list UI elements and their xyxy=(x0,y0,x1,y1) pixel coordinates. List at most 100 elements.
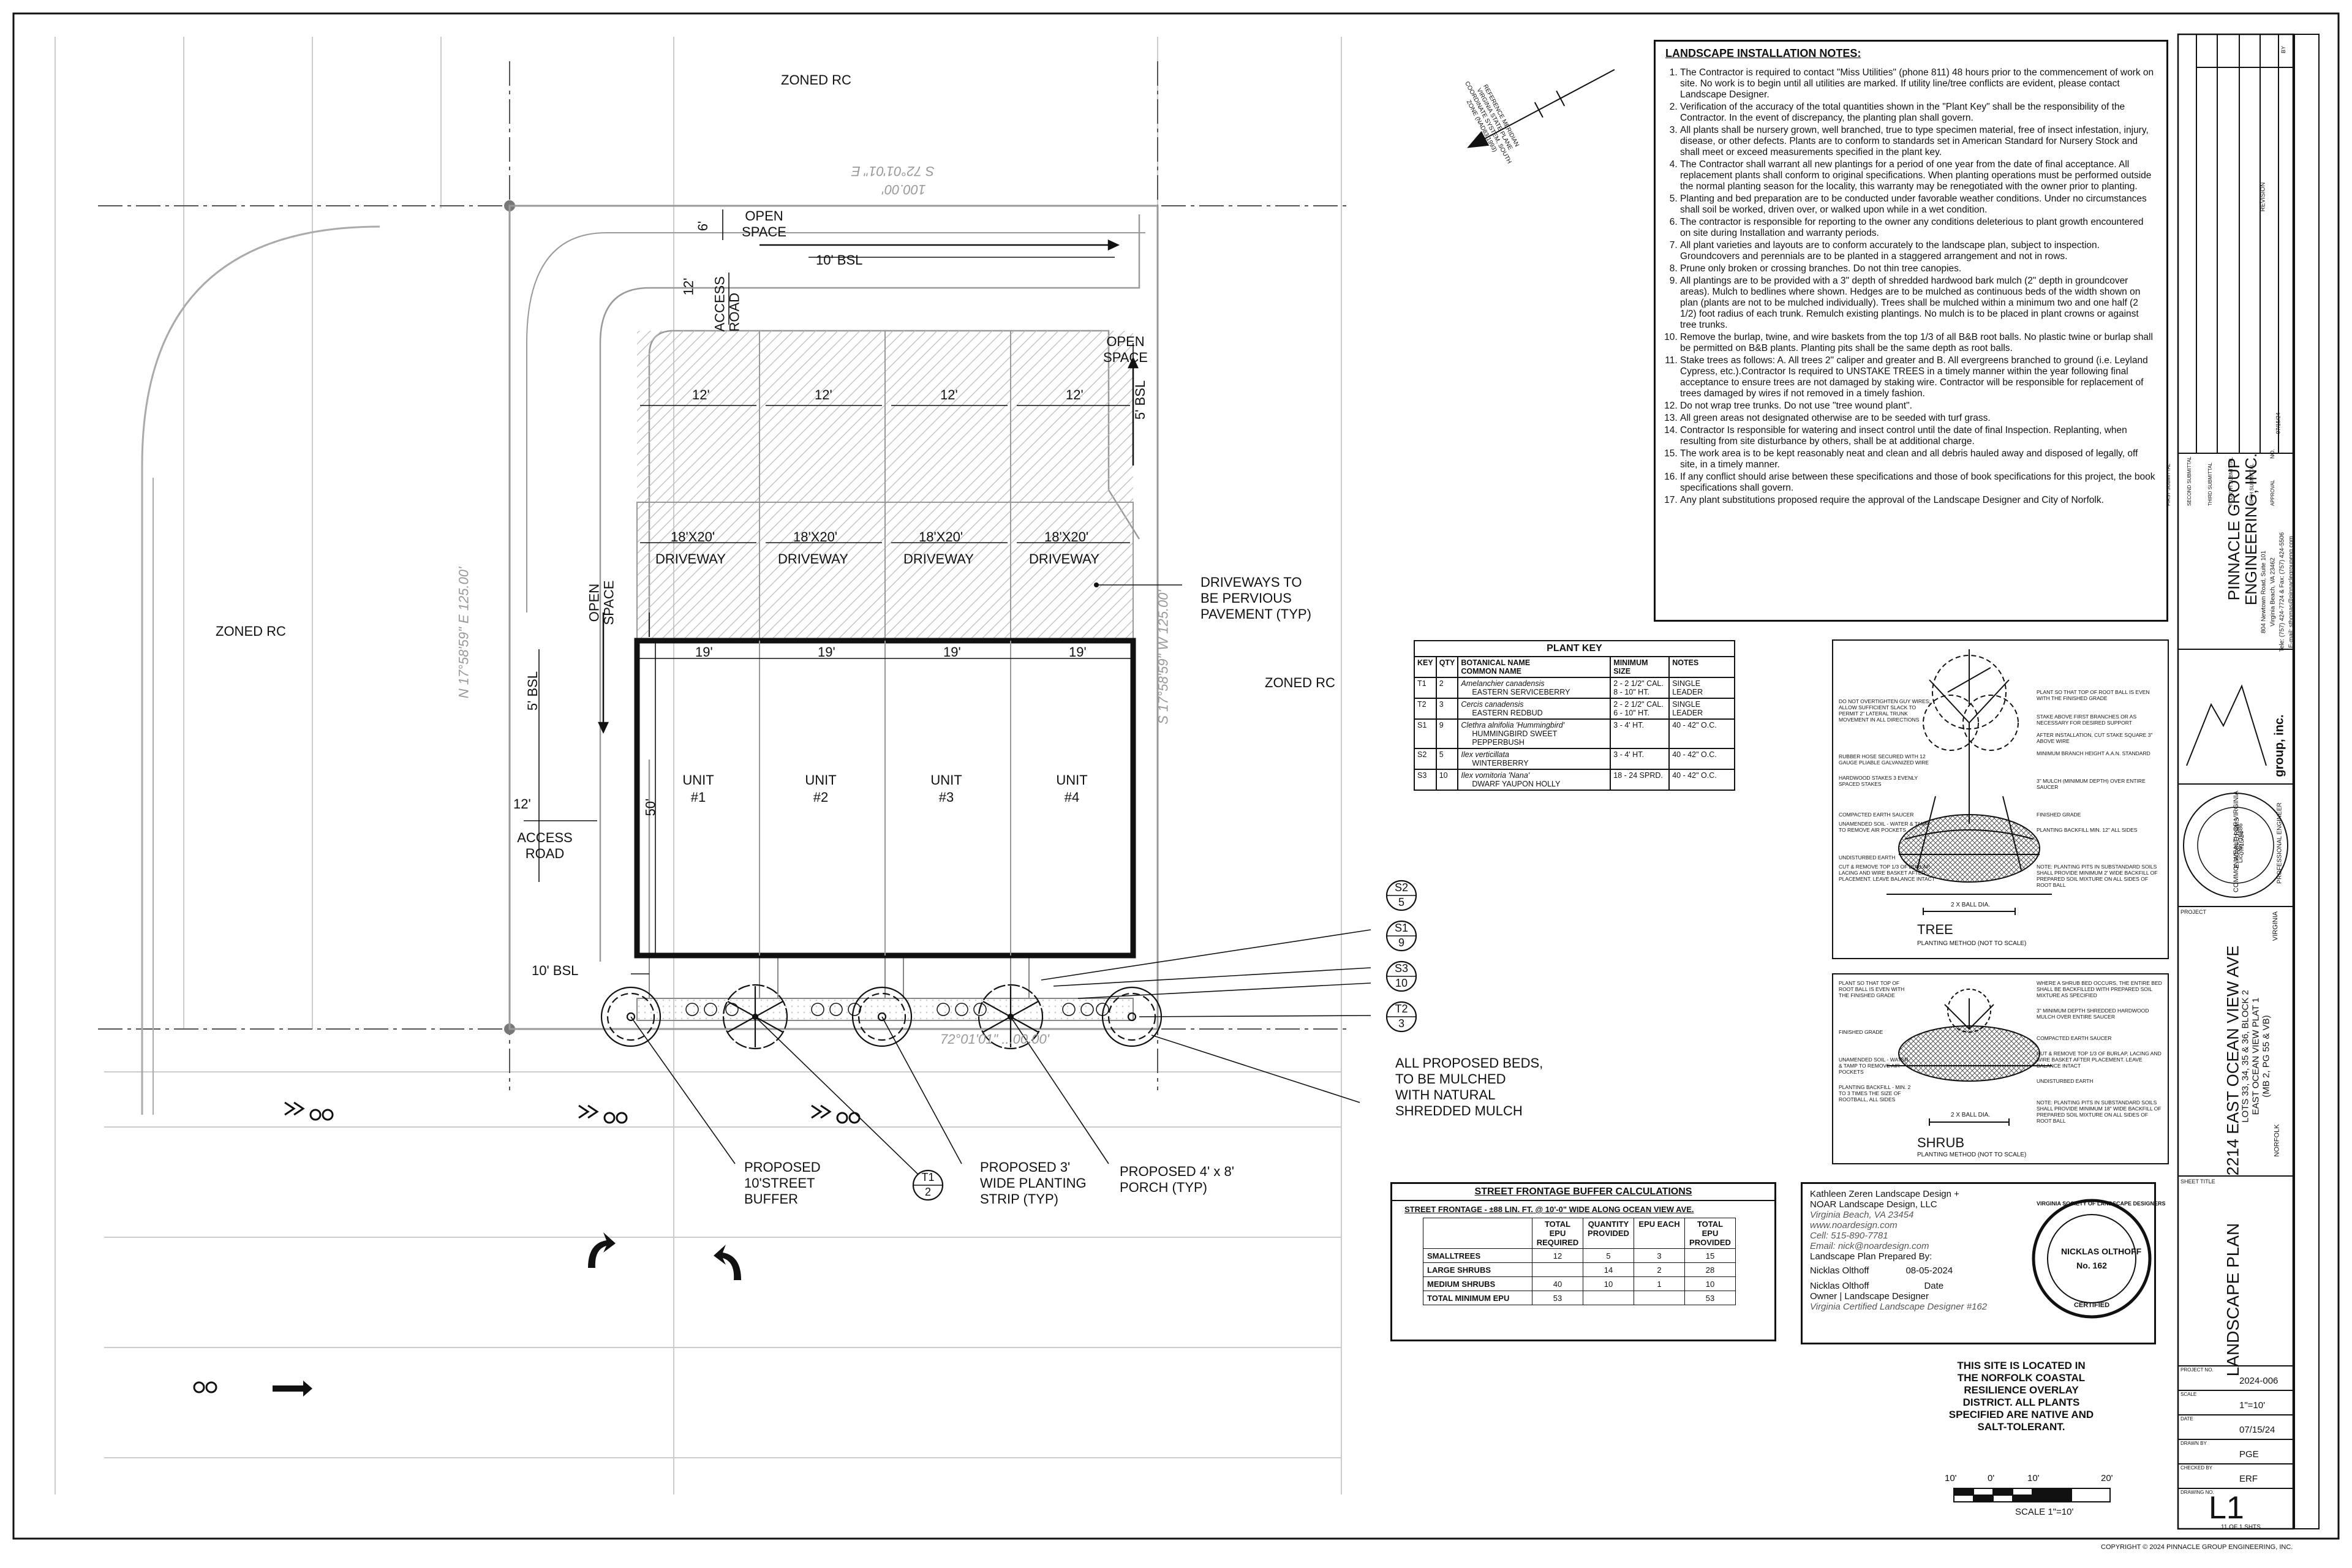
tree-note-left: HARDWOOD STAKES 3 EVENLY SPACED STAKES xyxy=(1839,775,1918,787)
plant-key-cell: T2 xyxy=(1414,698,1437,720)
sheet-title: LANDSCAPE PLAN xyxy=(2223,1223,2242,1377)
submittal-label: THIRD SUBMITTAL xyxy=(2207,462,2213,506)
tree-note-right: 3" MULCH (MINIMUM DEPTH) OVER ENTIRE SAU… xyxy=(2037,778,2146,790)
bearing-bottom: 72°01'01" ...00.00' xyxy=(940,1031,1049,1047)
designer-role: Owner | Landscape Designer xyxy=(1810,1291,1929,1302)
unit-label: UNIT #3 xyxy=(930,772,962,805)
tree-note-right: PLANTING BACKFILL MIN. 12" ALL SIDES xyxy=(2037,827,2138,833)
buffer-cell: 28 xyxy=(1684,1262,1736,1277)
project-state: VIRGINIA xyxy=(2272,911,2280,941)
bearing-top-distance: 100.00' xyxy=(882,182,926,197)
designer-email: Email: nick@noardesign.com xyxy=(1810,1241,1929,1251)
driveway-label: DRIVEWAY xyxy=(1029,551,1099,567)
unit-front-dim: 19' xyxy=(818,644,835,660)
buffer-cell: SMALLTREES xyxy=(1423,1248,1532,1263)
scale-tick: 10' xyxy=(2027,1473,2040,1483)
designer-cert: Virginia Certified Landscape Designer #1… xyxy=(1810,1302,1988,1312)
common-name: DWARF YAUPON HOLLY xyxy=(1472,780,1561,788)
access-road-top-label: ACCESS ROAD xyxy=(712,276,742,332)
revision-label: REVISION xyxy=(2260,182,2267,212)
plant-key-cell: 40 - 42" O.C. xyxy=(1668,748,1735,770)
tag-key: T2 xyxy=(1395,1003,1408,1015)
drive-size-label: 18'X20' xyxy=(671,529,715,545)
buffer-cell: 3 xyxy=(1634,1248,1685,1263)
unit-label: UNIT #2 xyxy=(805,772,837,805)
common-name: WINTERBERRY xyxy=(1472,759,1529,767)
botanical-name: Clethra alnifolia 'Hummingbird' xyxy=(1461,721,1565,729)
project-city: NORFOLK xyxy=(2273,1124,2281,1157)
buffer-title: STREET FRONTAGE BUFFER CALCULATIONS xyxy=(1392,1184,1774,1201)
buffer-cell: 15 xyxy=(1684,1248,1736,1263)
buffer-cell: 2 xyxy=(1634,1262,1685,1277)
date-label: Date xyxy=(1924,1281,1944,1291)
buffer-cell: 40 xyxy=(1532,1276,1583,1291)
buffer-callout: PROPOSED 10'STREET BUFFER xyxy=(744,1159,821,1207)
company-city: Virginia Beach, VA 23462 xyxy=(2269,557,2277,627)
plant-key-cell: S2 xyxy=(1414,748,1437,770)
buffer-cell: LARGE SHRUBS xyxy=(1423,1262,1532,1277)
open-space-top-label: OPEN SPACE xyxy=(742,208,786,239)
shrub-note-right: COMPACTED EARTH SAUCER xyxy=(2037,1035,2112,1041)
company-email: E-mail: sthomas@pinnaclegroupeng.com xyxy=(2288,535,2295,649)
tree-detail-title: TREE xyxy=(1917,922,1953,937)
title-block-value: ERF xyxy=(2239,1474,2258,1484)
plant-key-col: MINIMUM SIZE xyxy=(1610,656,1670,678)
plant-key-cell: 40 - 42" O.C. xyxy=(1668,769,1735,791)
access-road-width-top: 12' xyxy=(680,277,696,296)
bsl-bottom-label: 10' BSL xyxy=(532,963,579,978)
buffer-header-cell: TOTAL EPU REQUIRED xyxy=(1532,1218,1583,1249)
note-item: Contractor Is responsible for watering a… xyxy=(1680,425,2157,447)
scale-label: SCALE 1"=10' xyxy=(2015,1507,2074,1517)
plant-key-cell: 2 - 2 1/2" CAL. 8 - 10" HT. xyxy=(1610,677,1670,699)
tree-note-right: PLANT SO THAT TOP OF ROOT BALL IS EVEN W… xyxy=(2037,689,2150,701)
plant-key-cell: S1 xyxy=(1414,718,1437,749)
signer-name: Nicklas Olthoff xyxy=(1810,1265,1869,1276)
plant-key-cell: 18 - 24 SPRD. xyxy=(1610,769,1670,791)
plant-key-cell: SINGLE LEADER xyxy=(1668,698,1735,720)
buffer-header-cell: EPU EACH xyxy=(1634,1218,1685,1249)
title-block-value: 07/15/24 xyxy=(2239,1425,2275,1435)
seal-designer-name: NICKLAS OLTHOFF xyxy=(2061,1246,2142,1256)
plant-key-name: Ilex vomitoria 'Nana'DWARF YAUPON HOLLY xyxy=(1457,769,1611,791)
plant-key-cell: 2 - 2 1/2" CAL. 6 - 10" HT. xyxy=(1610,698,1670,720)
unit-width-dim: 12' xyxy=(1066,387,1084,402)
buffer-cell xyxy=(1532,1262,1583,1277)
title-block-label: PROJECT NO. xyxy=(2180,1367,2214,1373)
submittal-label: APPROVAL xyxy=(2270,480,2275,506)
bsl-top-label: 10' BSL xyxy=(816,252,863,268)
sheet-count: 11 OF 1 SHTS xyxy=(2221,1524,2261,1531)
designer-city: Virginia Beach, VA 23454 xyxy=(1810,1210,1914,1220)
unit-front-dim: 19' xyxy=(943,644,961,660)
sign-date: 08-05-2024 xyxy=(1905,1265,1953,1276)
note-item: If any conflict should arise between the… xyxy=(1680,472,2157,494)
title-block-value: 2024-006 xyxy=(2239,1376,2278,1386)
tag-key: T1 xyxy=(921,1171,935,1183)
zone-top-label: ZONED RC xyxy=(781,72,851,88)
designer-firm2: NOAR Landscape Design, LLC xyxy=(1810,1199,1937,1210)
drive-size-label: 18'X20' xyxy=(793,529,838,545)
tree-note-right: NOTE: PLANTING PITS IN SUBSTANDARD SOILS… xyxy=(2037,864,2158,888)
title-block-label: DRAWN BY xyxy=(2180,1441,2207,1446)
open-space-left-label: OPEN SPACE xyxy=(586,580,617,625)
botanical-name: Amelanchier canadensis xyxy=(1461,679,1545,688)
unit-width-dim: 12' xyxy=(815,387,832,402)
note-item: Prune only broken or crossing branches. … xyxy=(1680,263,2157,274)
tag-qty: 3 xyxy=(1398,1017,1404,1030)
shrub-note-left: UNAMENDED SOIL - WATER & TAMP TO REMOVE … xyxy=(1839,1057,1909,1075)
strip-callout: PROPOSED 3' WIDE PLANTING STRIP (TYP) xyxy=(980,1159,1087,1207)
designer-web: www.noardesign.com xyxy=(1810,1220,1898,1231)
unit-label: UNIT #1 xyxy=(682,772,714,805)
note-item: All plantings are to be provided with a … xyxy=(1680,276,2157,331)
plant-key-cell: 40 - 42" O.C. xyxy=(1668,718,1735,749)
title-block-label: CHECKED BY xyxy=(2180,1465,2213,1471)
tree-note-right: MINIMUM BRANCH HEIGHT A.A.N. STANDARD xyxy=(2037,750,2150,756)
